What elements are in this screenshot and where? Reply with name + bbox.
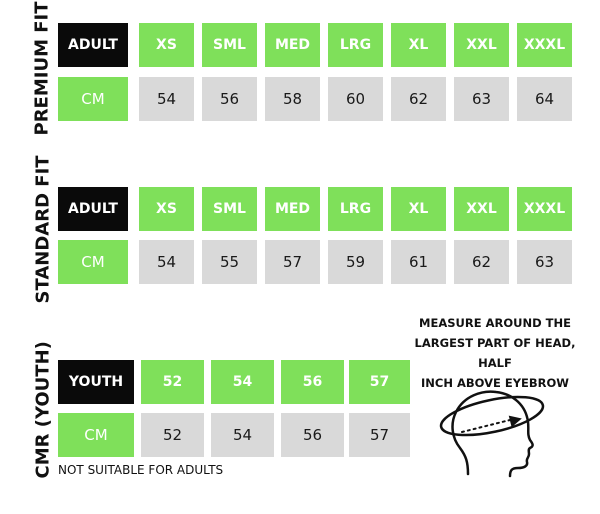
youth-note: NOT SUITABLE FOR ADULTS	[58, 463, 224, 477]
premium-header-xxxl: XXXL	[517, 23, 572, 67]
premium-header-sml: SML	[202, 23, 257, 67]
youth-value-57: 57	[349, 413, 410, 457]
premium-header-med: MED	[265, 23, 320, 67]
youth-value-54: 54	[211, 413, 274, 457]
premium-row-cm: CM	[58, 77, 128, 121]
youth-header-52: 52	[141, 360, 204, 404]
standard-header-xs: XS	[139, 187, 194, 231]
premium-value-xxxl: 64	[517, 77, 572, 121]
standard-fit-label: STANDARD FIT	[32, 155, 54, 304]
standard-header-xl: XL	[391, 187, 446, 231]
youth-header-youth: YOUTH	[58, 360, 134, 404]
standard-header-xxxl: XXXL	[517, 187, 572, 231]
premium-header-xs: XS	[139, 23, 194, 67]
youth-value-56: 56	[281, 413, 344, 457]
premium-value-xl: 62	[391, 77, 446, 121]
premium-header-adult: ADULT	[58, 23, 128, 67]
standard-value-med: 57	[265, 240, 320, 284]
youth-value-52: 52	[141, 413, 204, 457]
premium-value-sml: 56	[202, 77, 257, 121]
premium-header-lrg: LRG	[328, 23, 383, 67]
standard-value-xxl: 62	[454, 240, 509, 284]
standard-header-adult: ADULT	[58, 187, 128, 231]
premium-value-med: 58	[265, 77, 320, 121]
youth-row-cm: CM	[58, 413, 134, 457]
head-measure-icon	[430, 376, 550, 491]
measure-line-3: INCH ABOVE EYEBROW	[421, 376, 569, 390]
standard-value-sml: 55	[202, 240, 257, 284]
standard-value-lrg: 59	[328, 240, 383, 284]
measure-line-1: MEASURE AROUND THE	[419, 316, 571, 330]
premium-fit-label: PREMIUM FIT	[31, 1, 53, 136]
premium-header-xl: XL	[391, 23, 446, 67]
premium-header-xxl: XXL	[454, 23, 509, 67]
premium-value-xxl: 63	[454, 77, 509, 121]
youth-header-57: 57	[349, 360, 410, 404]
youth-header-54: 54	[211, 360, 274, 404]
standard-row-cm: CM	[58, 240, 128, 284]
standard-header-med: MED	[265, 187, 320, 231]
measure-instructions: MEASURE AROUND THE LARGEST PART OF HEAD,…	[405, 313, 585, 393]
standard-value-xxxl: 63	[517, 240, 572, 284]
premium-value-lrg: 60	[328, 77, 383, 121]
standard-header-xxl: XXL	[454, 187, 509, 231]
measure-line-2: LARGEST PART OF HEAD, HALF	[414, 336, 576, 370]
standard-header-lrg: LRG	[328, 187, 383, 231]
youth-label: CMR (YOUTH)	[32, 341, 54, 479]
standard-value-xs: 54	[139, 240, 194, 284]
standard-value-xl: 61	[391, 240, 446, 284]
youth-header-56: 56	[281, 360, 344, 404]
premium-value-xs: 54	[139, 77, 194, 121]
standard-header-sml: SML	[202, 187, 257, 231]
